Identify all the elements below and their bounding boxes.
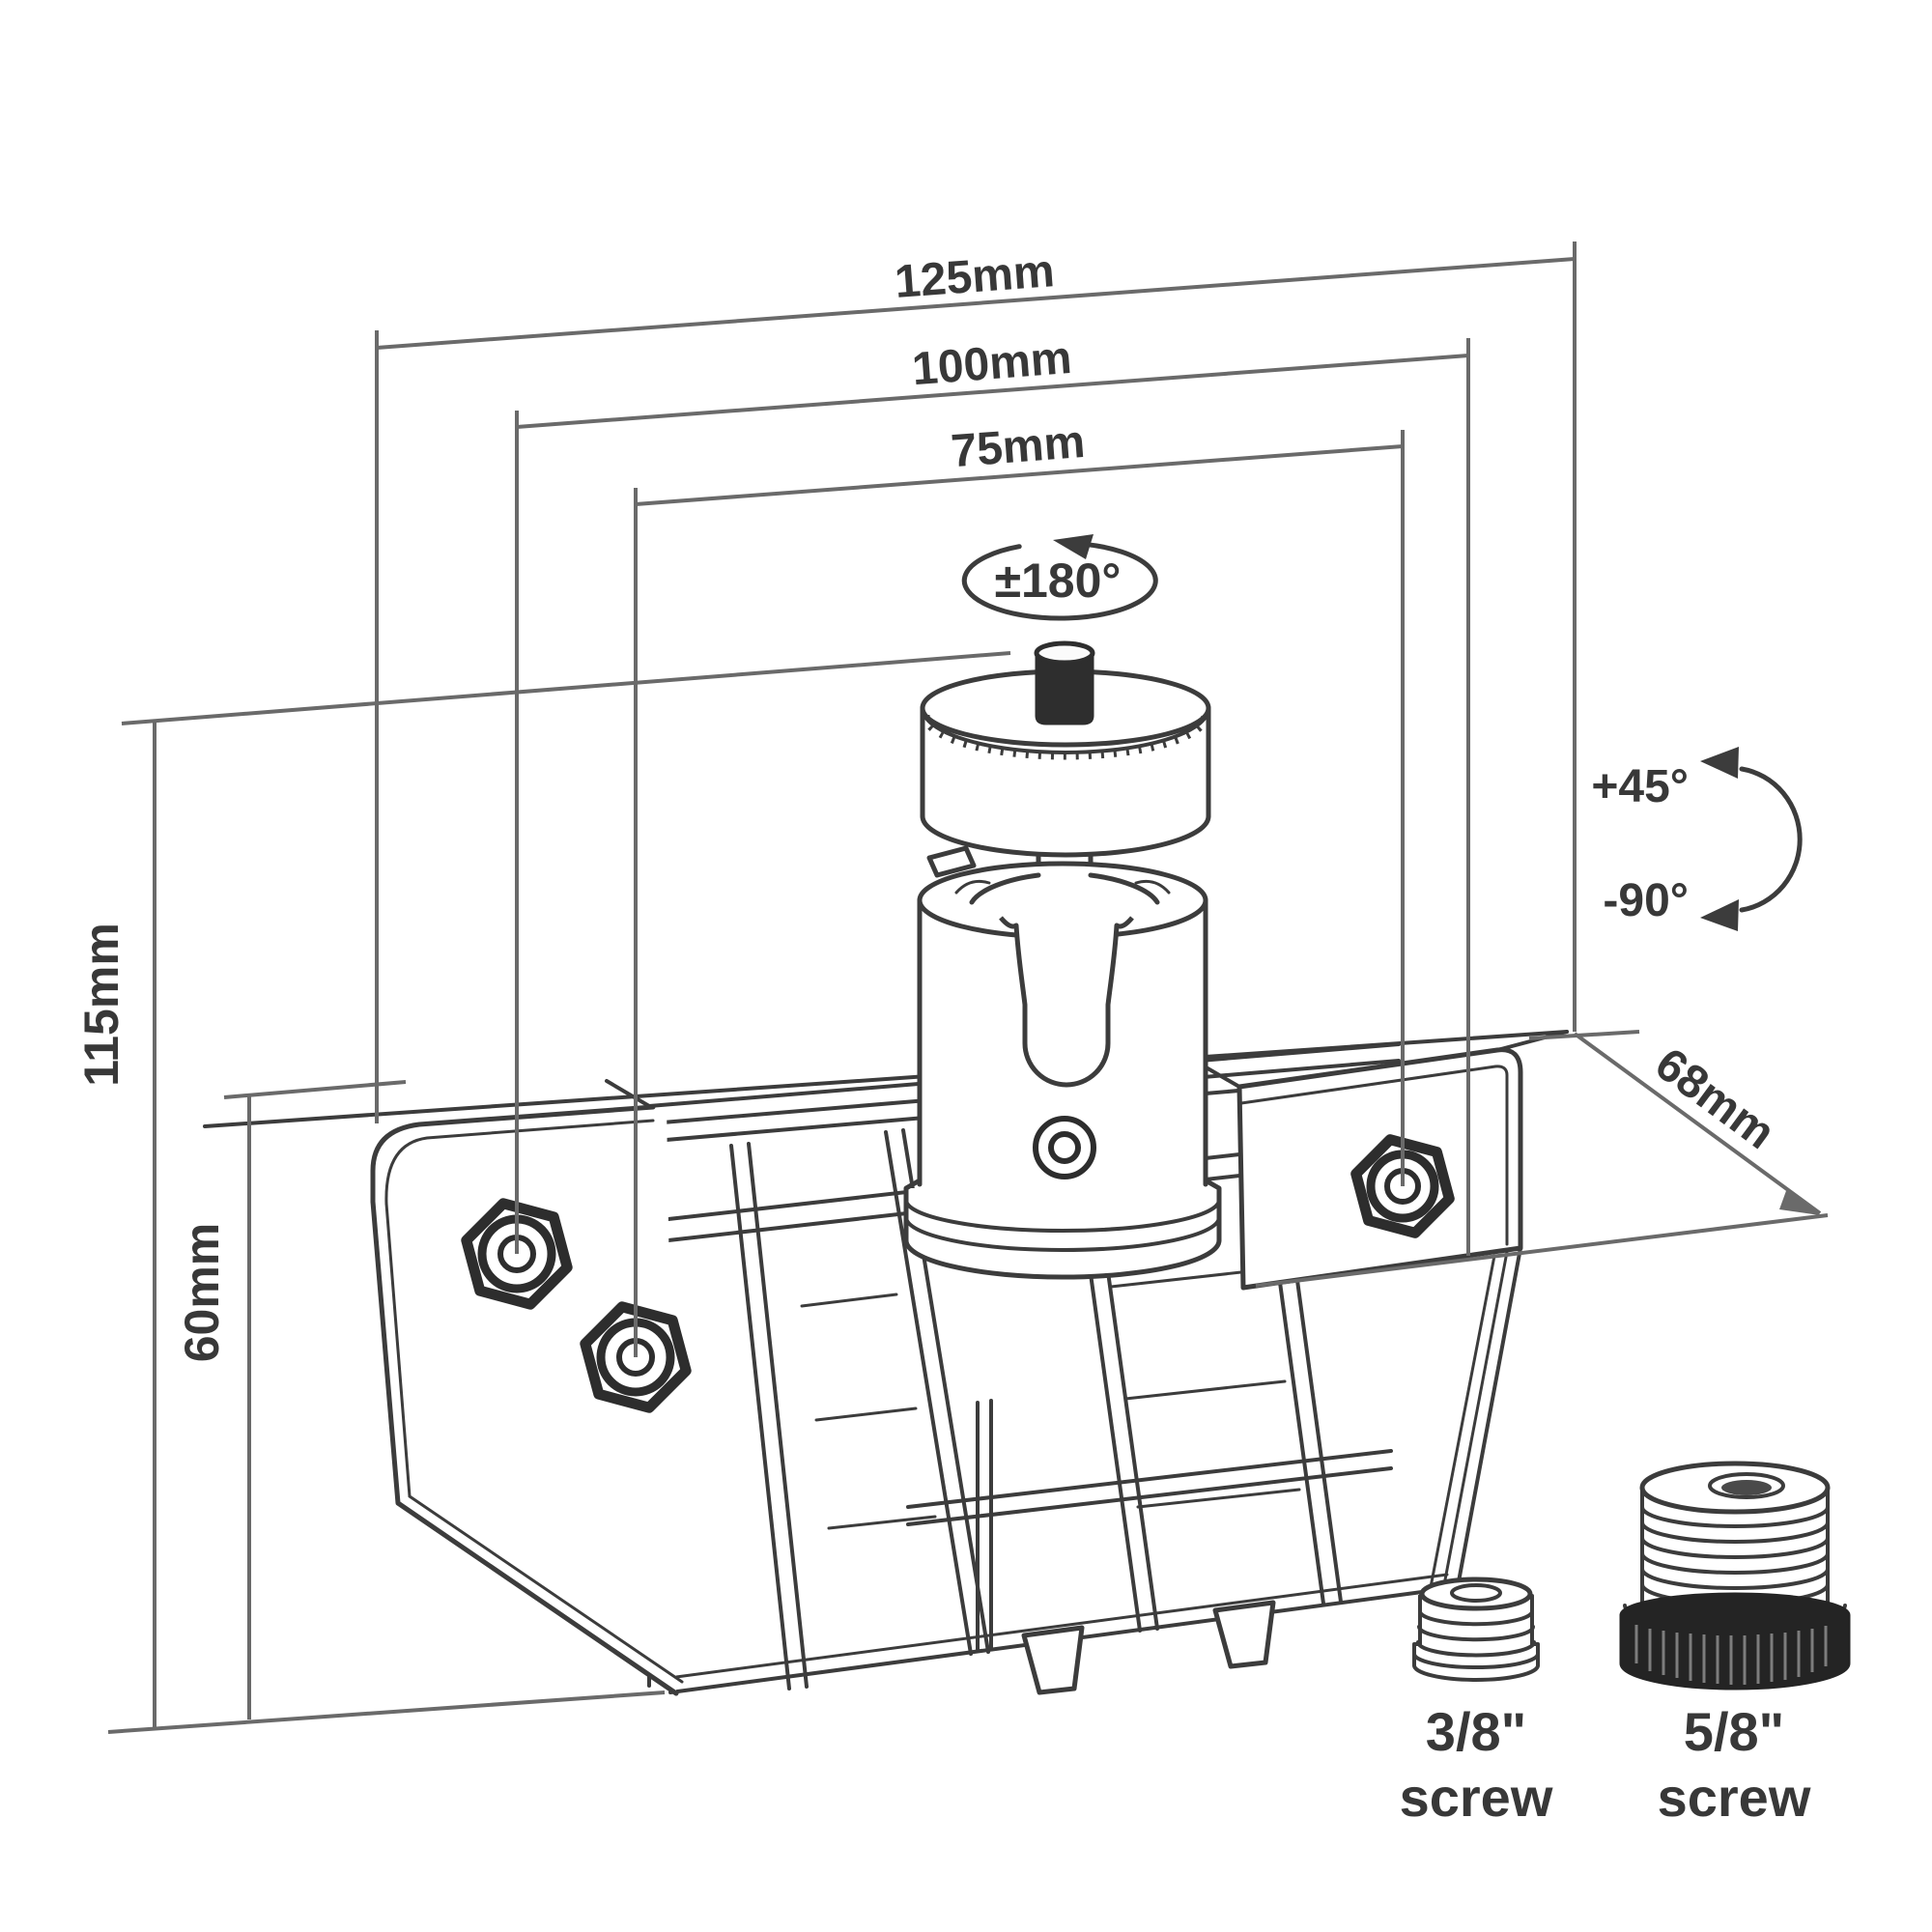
adapter-5-8-size-label: 5/8" [1684,1701,1784,1762]
pan-rotation-icon [961,534,1158,621]
lattice-foot [1021,1625,1085,1695]
adapter-3-8-size-label: 3/8" [1426,1701,1526,1762]
dim-100-line [516,354,1469,429]
dim-125-label: 125mm [893,245,1056,308]
adapter-5-8-icon [1619,1461,1851,1692]
knurl-texture [1634,1625,1828,1685]
dim-125-line [376,257,1576,350]
bottom-baseline [107,1690,666,1734]
locking-screw [1033,1116,1096,1179]
adapter-5-8-type-label: screw [1658,1767,1811,1828]
dim-68-arrow [1779,1188,1820,1215]
tilt-down-label: -90° [1603,875,1689,926]
left-wing [370,1104,684,1696]
camera-plate [920,668,1211,858]
tilt-arc-icon [1700,747,1803,931]
tilt-up-label: +45° [1591,761,1689,812]
keyhole-notch [999,916,1134,1088]
bracket-lattice [667,1086,1522,1695]
height-total-extension-line [121,651,1011,725]
dim-60-label: 60mm [175,1223,229,1363]
lattice-foot [1212,1600,1276,1669]
dim-100-label: 100mm [910,332,1073,395]
dim-115-label: 115mm [74,923,128,1087]
dimension-lines [107,242,1829,1734]
adapter-3-8-icon [1412,1577,1540,1683]
dim-68-line [1573,1032,1822,1215]
ball-head [903,640,1222,1280]
dim-75-label: 75mm [950,416,1087,477]
pan-rotation-label: ±180° [995,554,1122,608]
ball-clamp-body [903,845,1222,1280]
mounting-stud [1034,640,1095,725]
adapter-3-8-type-label: screw [1400,1767,1553,1828]
dim-68-witness [1255,1213,1829,1288]
dim-75-line [635,444,1404,506]
clamp-lever-tab [926,845,977,878]
dim-60-tick [223,1080,407,1099]
